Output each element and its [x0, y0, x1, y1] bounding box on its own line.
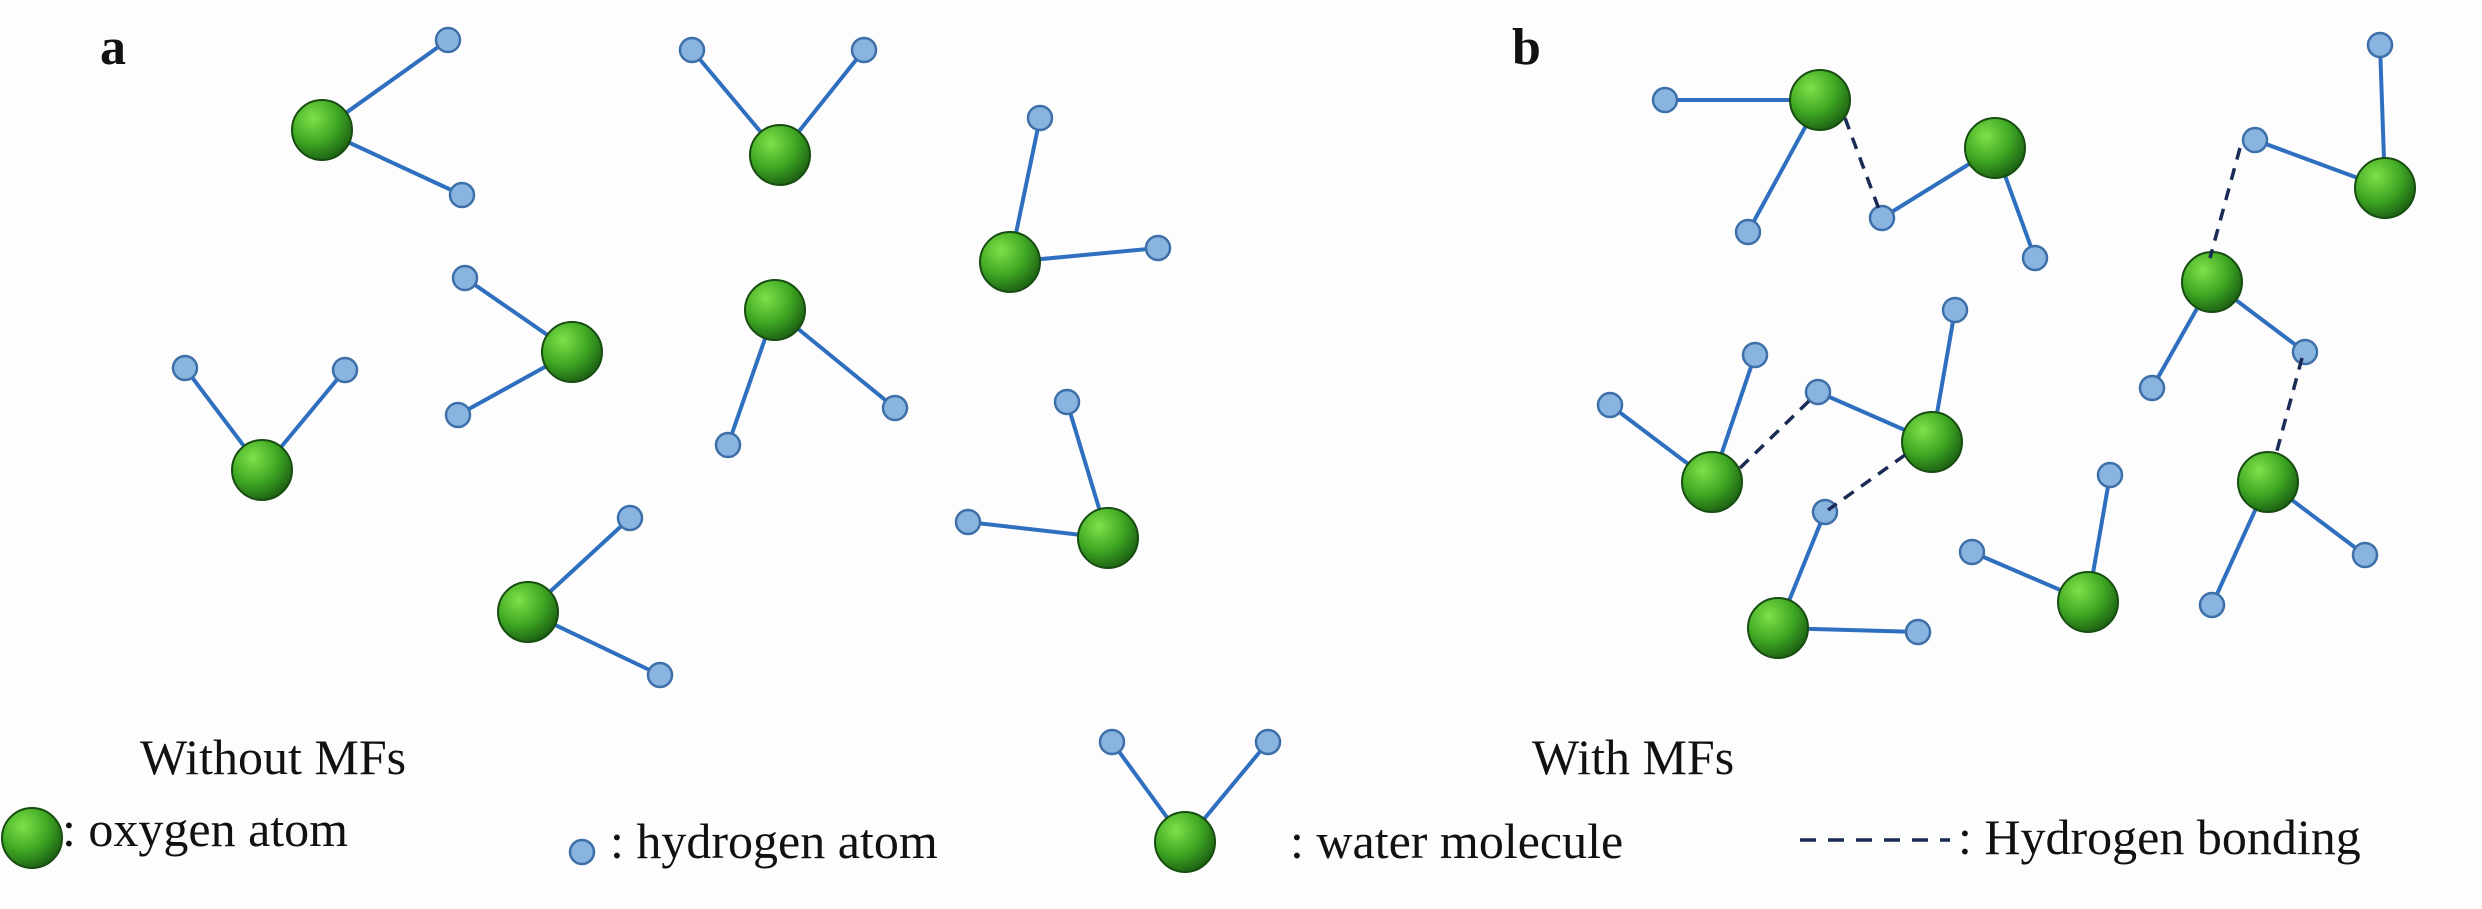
hydrogen-atom	[616, 504, 644, 532]
hydrogen-atom	[1811, 498, 1839, 526]
water-molecule	[1958, 461, 2124, 633]
hydrogen-bond-dashed	[2208, 147, 2242, 259]
hydrogen-atom	[1596, 391, 1624, 419]
hydrogen-atom	[1941, 296, 1969, 324]
water-molecule	[1868, 117, 2049, 272]
oxygen-atom	[497, 581, 559, 643]
hydrogen-bond-dashed	[1738, 396, 1814, 470]
oxygen-atom	[1747, 597, 1809, 659]
hydrogen-atom	[1904, 618, 1932, 646]
water-molecule	[1804, 296, 1969, 473]
oxygen-atom	[749, 124, 811, 186]
water-molecule	[678, 36, 878, 186]
hydrogen-atom	[646, 661, 674, 689]
oxygen-atom	[1077, 507, 1139, 569]
hydrogen-atom	[1053, 388, 1081, 416]
oxygen-atom	[231, 439, 293, 501]
panel-a-without-mfs	[171, 26, 1172, 689]
oxygen-atom	[979, 231, 1041, 293]
hydrogen-atom	[1651, 86, 1679, 114]
hydrogen-atom	[954, 508, 982, 536]
hydrogen-atom	[850, 36, 878, 64]
panel-b-with-mfs	[1596, 31, 2416, 659]
hydrogen-atom	[331, 356, 359, 384]
water-molecule	[2198, 451, 2379, 619]
panel-b-caption: With MFs	[1532, 729, 1735, 785]
legend-hydrogen-atom	[568, 838, 596, 866]
hydrogen-atom	[678, 36, 706, 64]
water-molecule	[714, 279, 909, 459]
oxygen-atom	[744, 279, 806, 341]
hydrogen-atom	[171, 354, 199, 382]
oxygen-atom	[2237, 451, 2299, 513]
hydrogen-atom	[434, 26, 462, 54]
hydrogen-atom	[1734, 218, 1762, 246]
hydrogen-atom	[2138, 374, 2166, 402]
water-molecule	[444, 264, 603, 429]
water-molecule	[171, 354, 359, 501]
hydrogen-atom	[1144, 234, 1172, 262]
legend-hydrogen-label: : hydrogen atom	[610, 813, 938, 869]
panel-b-letter: b	[1512, 19, 1541, 76]
hydrogen-atom	[714, 431, 742, 459]
water-molecule	[497, 504, 674, 689]
hydrogen-atom	[1741, 341, 1769, 369]
hydrogen-atom	[448, 181, 476, 209]
legend-oxygen-label: : oxygen atom	[62, 801, 349, 857]
legend-water-label: : water molecule	[1290, 813, 1624, 869]
water-molecule	[979, 104, 1172, 293]
legend-hbond-label: : Hydrogen bonding	[1958, 809, 2361, 865]
hydrogen-atom	[2021, 244, 2049, 272]
oxygen-atom	[2057, 571, 2119, 633]
hydrogen-atom	[1804, 378, 1832, 406]
hydrogen-atom	[2351, 541, 2379, 569]
oxygen-atom	[1964, 117, 2026, 179]
panel-a-caption: Without MFs	[140, 729, 407, 785]
hydrogen-atom	[451, 264, 479, 292]
oxygen-atom	[2354, 157, 2416, 219]
hydrogen-atom	[1254, 728, 1282, 756]
water-molecule	[2241, 31, 2416, 219]
hydrogen-atom	[2241, 126, 2269, 154]
water-molecule	[2138, 251, 2319, 402]
hydrogen-bonds	[1738, 117, 2304, 512]
water-molecule	[1651, 69, 1851, 246]
hydrogen-atom	[2096, 461, 2124, 489]
hydrogen-atom	[444, 401, 472, 429]
water-molecule	[291, 26, 476, 209]
oxygen-atom	[1154, 811, 1216, 873]
hydrogen-atom	[881, 394, 909, 422]
oxygen-atom	[1901, 411, 1963, 473]
water-molecule	[1596, 341, 1769, 513]
legend-water-molecule	[1098, 728, 1282, 873]
legend-oxygen-atom	[1, 807, 63, 869]
legend-symbols	[1, 728, 1950, 873]
panel-a-letter: a	[100, 19, 126, 76]
water-molecule	[954, 388, 1139, 569]
hydrogen-atom	[1026, 104, 1054, 132]
hydrogen-atom	[2198, 591, 2226, 619]
oxygen-atom	[1681, 451, 1743, 513]
oxygen-atom	[1789, 69, 1851, 131]
hydrogen-bond-dashed	[1843, 117, 1882, 213]
hydrogen-atom	[1868, 204, 1896, 232]
hydrogen-atom	[2291, 338, 2319, 366]
oxygen-atom	[541, 321, 603, 383]
hydrogen-atom	[1098, 728, 1126, 756]
oxygen-atom	[2181, 251, 2243, 313]
hydrogen-atom	[2366, 31, 2394, 59]
hydrogen-bond-dashed	[1826, 453, 1907, 512]
oxygen-atom	[291, 99, 353, 161]
hydrogen-bond-dashed	[2273, 357, 2304, 459]
hydrogen-atom	[1958, 538, 1986, 566]
water-molecule	[1747, 498, 1932, 659]
